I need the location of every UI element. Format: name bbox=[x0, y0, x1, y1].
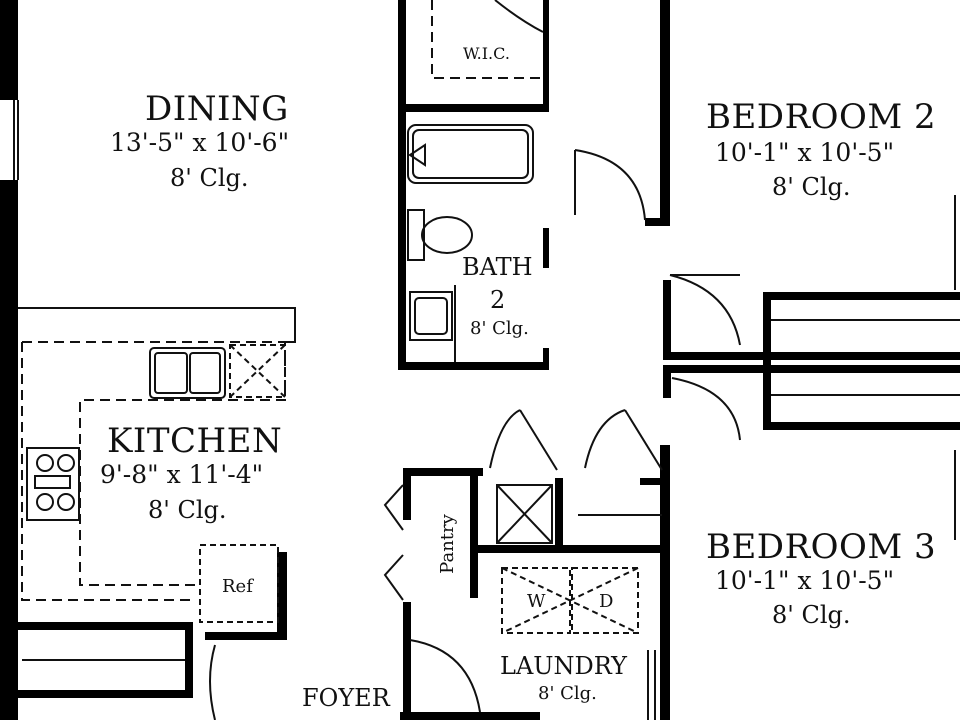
bedroom-3-ceiling: 8' Clg. bbox=[772, 601, 851, 629]
walk-in-closet-label: W.I.C. bbox=[463, 44, 510, 63]
foyer-name: FOYER bbox=[302, 684, 390, 712]
laundry-ceiling: 8' Clg. bbox=[538, 683, 597, 704]
bedroom-2-name: BEDROOM 2 bbox=[706, 97, 937, 137]
refrigerator-label: Ref bbox=[222, 576, 253, 597]
bath-2-name-line1: BATH bbox=[462, 253, 533, 281]
kitchen-ceiling: 8' Clg. bbox=[148, 496, 227, 524]
washer-label: W bbox=[527, 591, 546, 612]
dining-room-name: DINING bbox=[145, 89, 289, 129]
kitchen-dimensions: 9'-8" x 11'-4" bbox=[100, 460, 264, 489]
bedroom-3-name: BEDROOM 3 bbox=[706, 527, 937, 567]
dining-room-dimensions: 13'-5" x 10'-6" bbox=[110, 128, 290, 157]
pantry-label: Pantry bbox=[436, 514, 458, 574]
bedroom-2-dimensions: 10'-1" x 10'-5" bbox=[715, 138, 895, 167]
kitchen-name: KITCHEN bbox=[107, 421, 283, 461]
dining-room-ceiling: 8' Clg. bbox=[170, 164, 249, 192]
bath-2-name-line2: 2 bbox=[490, 286, 506, 314]
bedroom-2-ceiling: 8' Clg. bbox=[772, 173, 851, 201]
laundry-name: LAUNDRY bbox=[500, 652, 627, 680]
bedroom-3-dimensions: 10'-1" x 10'-5" bbox=[715, 566, 895, 595]
dryer-label: D bbox=[599, 591, 614, 612]
fixtures-and-doors bbox=[13, 0, 960, 720]
bath-2-ceiling: 8' Clg. bbox=[470, 318, 529, 339]
